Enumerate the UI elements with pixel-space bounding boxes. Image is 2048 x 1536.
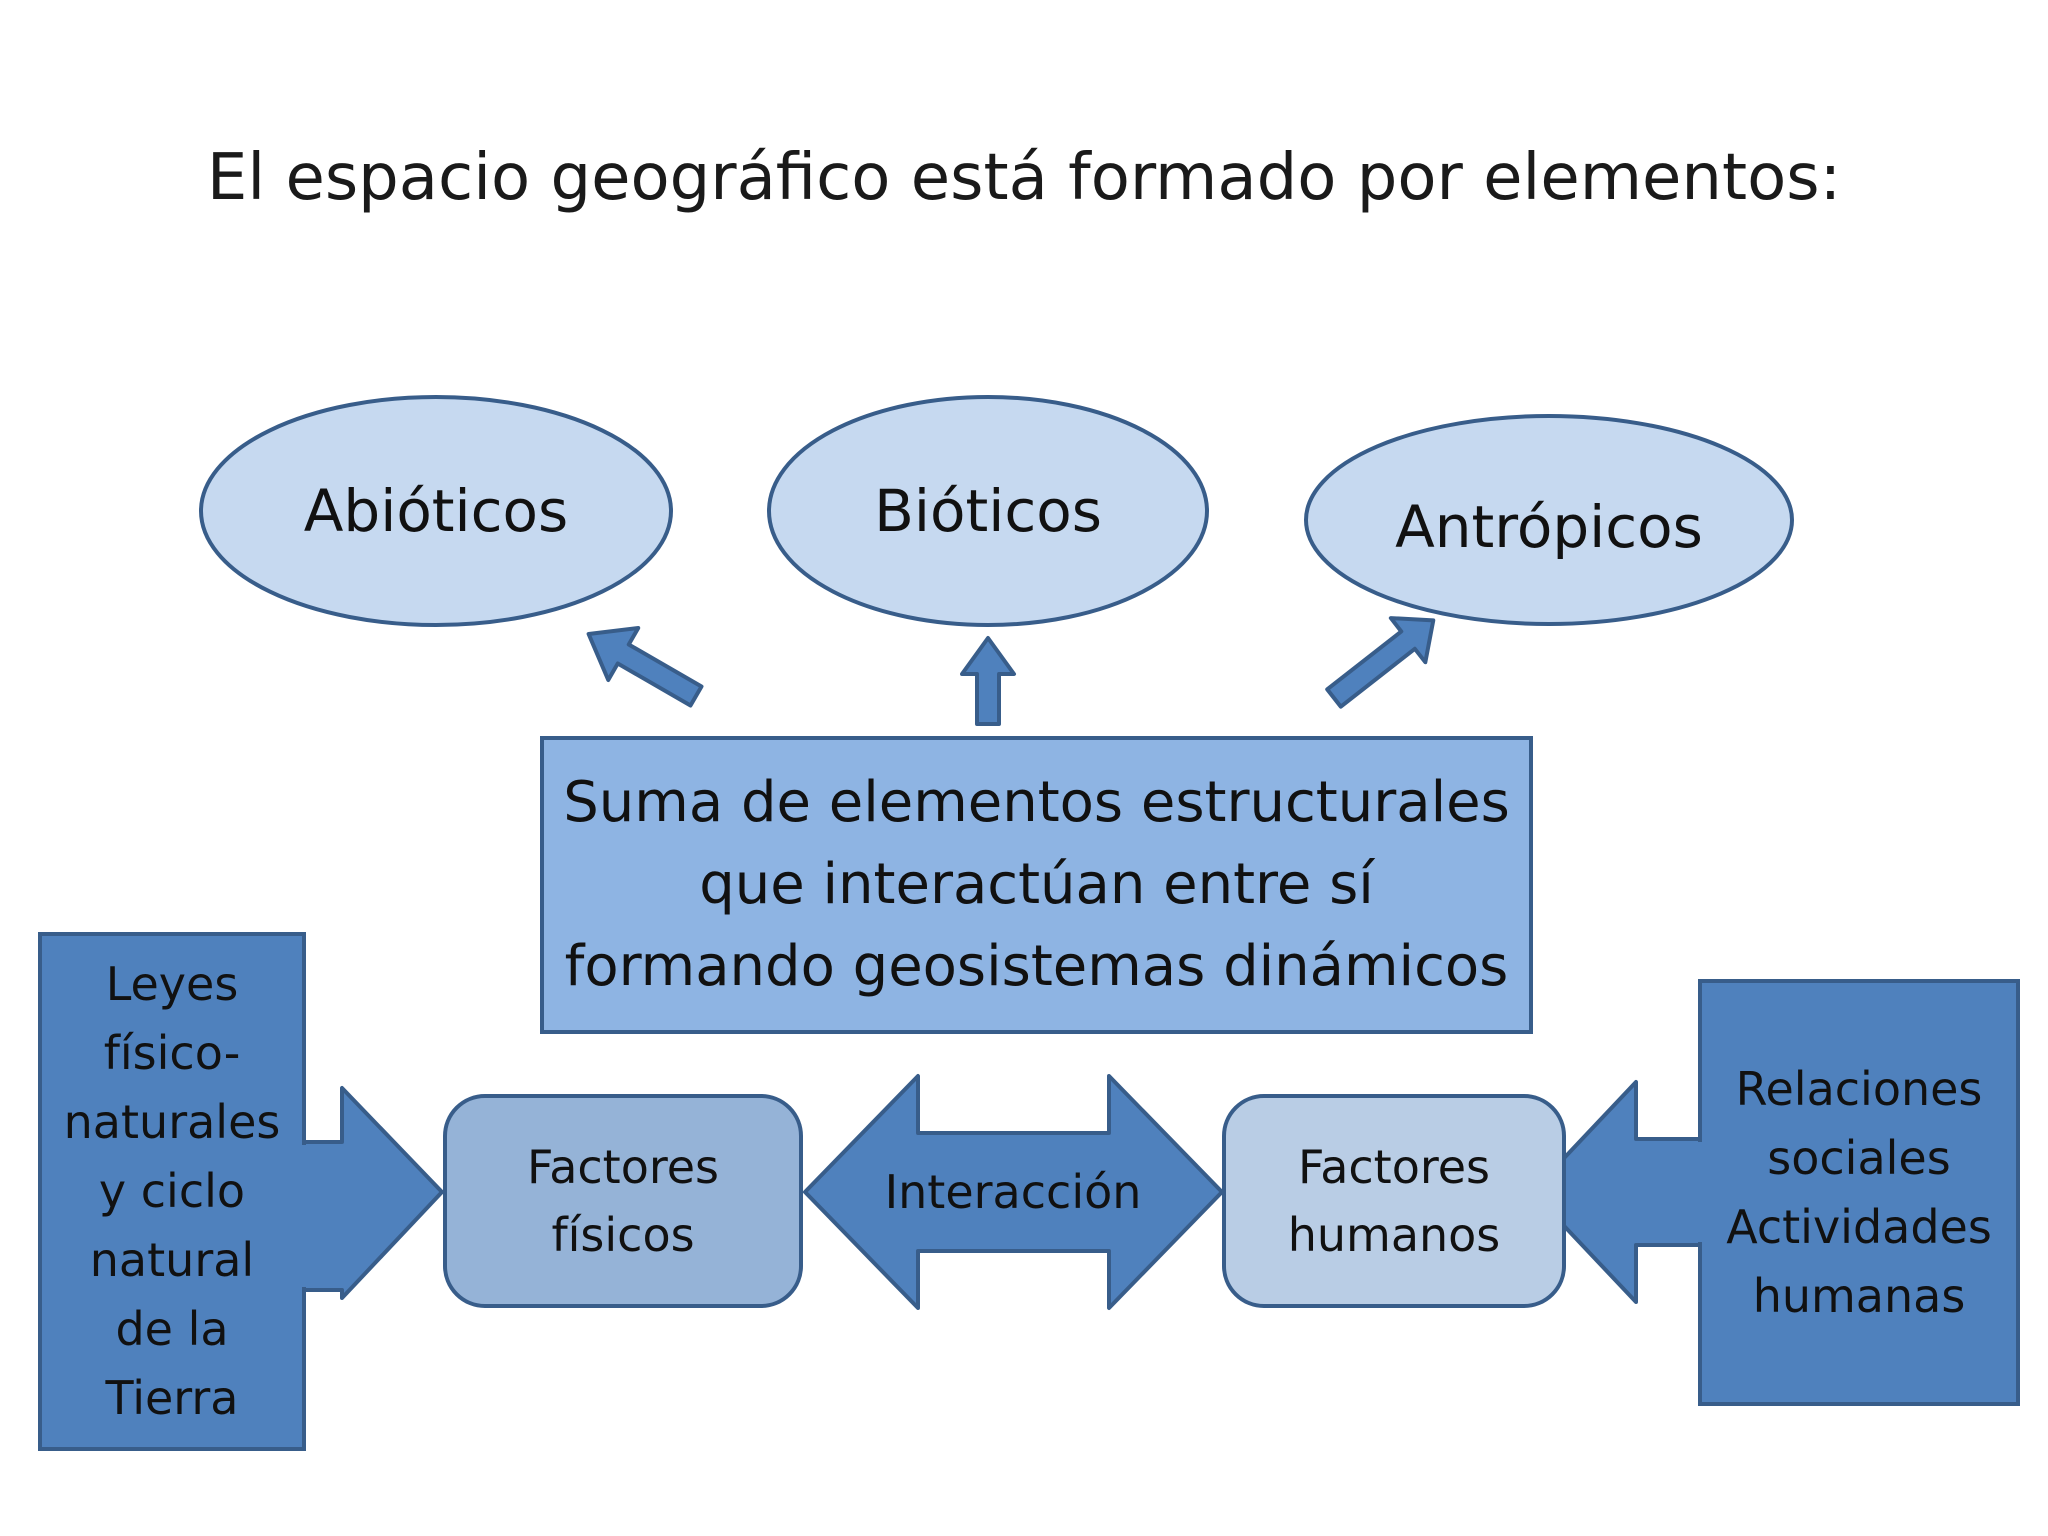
right-line-3: Actividades [1726,1199,1992,1254]
left-line-5: natural [89,1233,255,1287]
right-line-4: humanas [1752,1268,1966,1323]
oval-text-abioticos: Abióticos [303,477,569,545]
right-input-arrow [1530,979,2020,1406]
center-line-1: Suma de elementos estructurales [563,770,1510,835]
left-box: Leyes físico- naturales y ciclo natural … [40,934,304,1449]
factor-physical-box: Factores físicos [445,1096,801,1306]
oval-text-bioticos: Bióticos [874,477,1102,545]
left-input-arrow [38,932,444,1451]
factor-human-line-2: humanos [1287,1208,1501,1262]
oval-label-bioticos: Bióticos [769,397,1207,625]
factor-physical-line-2: físicos [551,1208,695,1262]
interaction-text: Interacción [884,1165,1142,1219]
left-line-3: naturales [63,1095,281,1149]
oval-label-antropicos: Antrópicos [1306,416,1792,638]
arrow-to-bioticos [960,636,1016,726]
slide-title: El espacio geográfico está formado por e… [206,141,1842,215]
oval-label-abioticos: Abióticos [201,397,671,625]
interaction-arrow-label: Interacción [860,1150,1166,1234]
factor-human-line-1: Factores [1297,1140,1491,1194]
left-line-7: Tierra [105,1371,239,1425]
center-box-shape [540,736,1533,1034]
factor-human-box: Factores humanos [1224,1096,1564,1306]
oval-antropicos [1304,414,1794,626]
oval-text-antropicos: Antrópicos [1395,493,1703,561]
center-line-2: que interactúan entre sí [699,852,1374,917]
left-line-1: Leyes [105,957,239,1011]
right-line-2: sociales [1767,1130,1951,1185]
right-box: Relaciones sociales Actividades humanas [1700,981,2018,1404]
left-line-4: y ciclo [98,1164,246,1218]
left-line-6: de la [115,1302,229,1356]
arrow-to-antropicos [1325,616,1436,709]
right-line-1: Relaciones [1735,1061,1983,1116]
factor-physical-line-1: Factores [526,1140,720,1194]
left-line-2: físico- [103,1026,241,1080]
factor-physical-shape [443,1094,803,1308]
factor-human-shape [1222,1094,1566,1308]
oval-abioticos [199,395,673,627]
oval-bioticos [767,395,1209,627]
center-box: Suma de elementos estructurales que inte… [542,738,1531,1032]
arrow-to-abioticos [586,626,704,708]
center-line-3: formando geosistemas dinámicos [564,934,1509,999]
